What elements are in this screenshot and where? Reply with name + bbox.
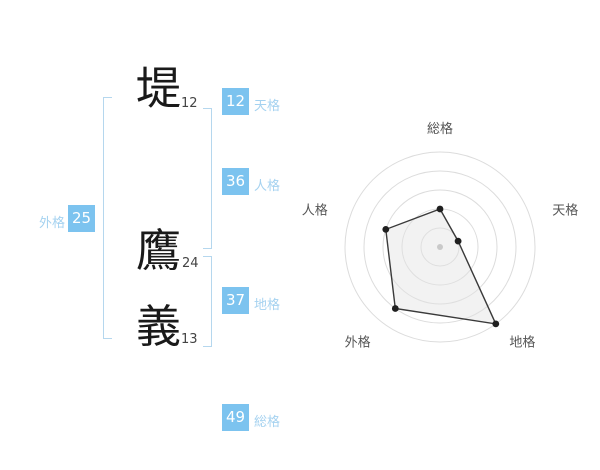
gaikaku-label: 外格 <box>39 216 66 231</box>
radar-vertex-dot <box>492 320 500 328</box>
radar-ring <box>344 151 536 343</box>
radar-ring <box>363 170 517 324</box>
soukaku-value-badge: 49 <box>222 404 249 431</box>
gaikaku-bracket <box>103 97 112 339</box>
radar-vertex-dot <box>454 237 462 245</box>
radar-axis-label: 天格 <box>552 203 578 219</box>
radar-vertex-dot <box>382 226 390 233</box>
kanji-stroke-count-2: 24 <box>182 256 199 271</box>
tenkaku-label: 天格 <box>254 99 281 114</box>
radar-axis-label: 外格 <box>345 335 371 351</box>
jinkaku-bracket <box>203 108 212 249</box>
radar-ring <box>382 189 498 305</box>
radar-vertex-dot <box>391 305 399 312</box>
radar-chart: 総格天格地格 外格 人格 <box>290 97 590 397</box>
chikaku-value-badge: 37 <box>222 287 249 314</box>
kanji-stroke-count-1: 12 <box>181 96 198 111</box>
radar-ring <box>420 227 460 267</box>
radar-vertex-dot <box>436 205 444 213</box>
kanji-char-1: 堤 <box>136 62 182 115</box>
chikaku-label: 地格 <box>254 298 281 313</box>
kanji-char-2: 鷹 <box>136 224 182 277</box>
radar-center-dot <box>437 244 443 250</box>
radar-axis-label: 人格 <box>302 203 328 219</box>
radar-polygon <box>385 208 497 325</box>
tenkaku-value-badge: 12 <box>222 88 249 115</box>
kanji-char-3: 義 <box>136 300 182 353</box>
jinkaku-value-badge: 36 <box>222 168 249 195</box>
chikaku-bracket <box>203 256 212 347</box>
gaikaku-value-badge: 25 <box>68 205 95 232</box>
kanji-stroke-count-3: 13 <box>181 332 198 347</box>
soukaku-label: 総格 <box>254 415 281 430</box>
jinkaku-label: 人格 <box>254 179 281 194</box>
radar-axis-label: 地格 <box>509 335 535 351</box>
radar-axis-label: 総格 <box>427 121 453 137</box>
